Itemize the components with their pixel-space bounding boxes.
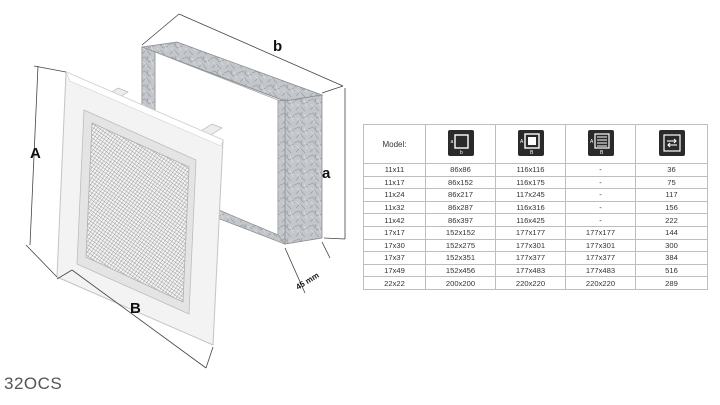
inner-size-cell: 152x152 [425,225,496,240]
outer-size-cell: 177x177 [495,225,566,240]
inner-size-cell: 152x275 [425,238,496,253]
airflow-cell: 222 [635,213,708,227]
louver-size-cell: - [565,188,636,202]
outer-size-cell: 177x377 [495,251,566,265]
model-cell: 11x17 [363,175,426,190]
product-drawing: A B a b 45 mm [25,13,346,369]
louver-size-cell: 177x177 [565,225,636,240]
model-cell: 22x22 [363,276,426,290]
svg-text:B: B [530,150,534,156]
model-cell: 11x42 [363,213,426,227]
inner-size-cell: 200x200 [425,276,496,290]
svg-text:B: B [600,150,604,156]
svg-text:A: A [590,139,594,145]
product-code: 32OCS [4,374,63,393]
outer-size-cell: 116x175 [495,175,566,190]
model-cell: 17x17 [363,225,426,240]
model-cell: 17x49 [363,263,426,278]
dimension-A-label: A [30,145,41,162]
louver-size-cell: 220x220 [565,276,636,290]
frame-with-opening-icon: A B [517,130,544,156]
model-header: Model: [363,124,426,164]
table-header-row: Model: a b A B [363,124,708,164]
dimension-a-label: a [322,165,331,182]
model-cell: 17x37 [363,251,426,265]
louver-size-cell: 177x377 [565,251,636,265]
model-cell: 11x11 [363,163,426,177]
louver-size-cell: 177x483 [565,263,636,278]
inner-size-cell: 152x351 [425,251,496,265]
louvered-grille-icon-cell: A B [565,124,636,164]
airflow-cell: 117 [635,188,708,202]
outer-size-cell: 117x245 [495,188,566,202]
model-cell: 17x30 [363,238,426,253]
outer-frame-icon: a b [447,130,474,156]
outer-size-cell: 116x316 [495,200,566,215]
front-frame [56,71,224,346]
dimension-B-label: B [130,300,141,317]
airflow-arrows-icon [658,130,685,156]
airflow-cell: 156 [635,200,708,215]
outer-size-cell: 177x301 [495,238,566,253]
inner-size-cell: 86x86 [425,163,496,177]
outer-size-cell: 116x116 [495,163,566,177]
airflow-cell: 75 [635,175,708,190]
louver-size-cell: - [565,175,636,190]
depth-label: 45 mm [294,271,320,292]
outer-size-cell: 177x483 [495,263,566,278]
louver-size-cell: - [565,213,636,227]
dimension-b-label: b [273,38,282,55]
spec-table: Model: a b A B [363,124,708,290]
louver-size-cell: - [565,163,636,177]
outer-size-cell: 220x220 [495,276,566,290]
airflow-arrows-icon-cell [635,124,708,164]
svg-text:a: a [450,139,453,145]
model-cell: 11x24 [363,188,426,202]
airflow-cell: 144 [635,225,708,240]
dimension-lines [25,13,346,369]
inner-size-cell: 152x456 [425,263,496,278]
airflow-cell: 516 [635,263,708,278]
airflow-cell: 300 [635,238,708,253]
airflow-cell: 36 [635,163,708,177]
louvered-grille-icon: A B [587,130,614,156]
outer-size-cell: 116x425 [495,213,566,227]
inner-size-cell: 86x152 [425,175,496,190]
outer-frame-icon-cell: a b [425,124,496,164]
svg-text:A: A [520,139,524,145]
svg-text:b: b [460,150,463,156]
louver-size-cell: 177x301 [565,238,636,253]
louver-size-cell: - [565,200,636,215]
inner-size-cell: 86x397 [425,213,496,227]
model-cell: 11x32 [363,200,426,215]
frame-with-opening-icon-cell: A B [495,124,566,164]
airflow-cell: 384 [635,251,708,265]
airflow-cell: 289 [635,276,708,290]
inner-size-cell: 86x287 [425,200,496,215]
inner-size-cell: 86x217 [425,188,496,202]
